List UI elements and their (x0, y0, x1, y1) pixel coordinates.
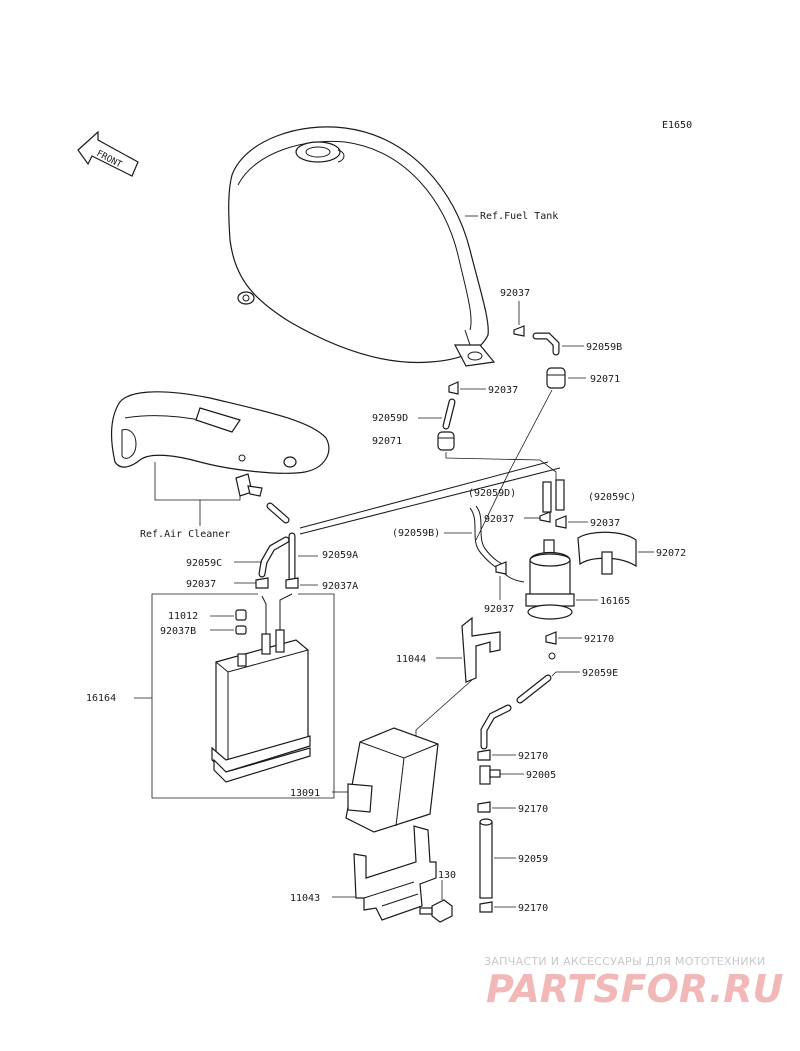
hose-92059E (516, 674, 552, 704)
svg-text:92059B: 92059B (586, 342, 622, 353)
clamp-92170-d (479, 901, 493, 913)
fuel-tank (228, 126, 496, 367)
hose-92059B-lower (469, 505, 507, 571)
svg-text:16164: 16164 (86, 693, 116, 704)
clamp-92037-pump (495, 561, 507, 575)
hose-92059B-top (532, 332, 560, 356)
svg-text:92037B: 92037B (160, 626, 196, 637)
watermark: ЗАПЧАСТИ И АКСЕССУАРЫ ДЛЯ МОТОТЕХНИКИ PA… (484, 955, 784, 1011)
diagram-code: E1650 (662, 120, 692, 131)
joint-92005 (479, 765, 501, 785)
bracket-92072 (577, 531, 637, 575)
air-cleaner-fitting (235, 454, 263, 497)
bracket-11043 (353, 825, 437, 921)
air-cleaner-ref-label: Ref.Air Cleaner (140, 529, 230, 540)
svg-text:PARTSFOR.RU: PARTSFOR.RU (486, 967, 784, 1011)
svg-text:92037: 92037 (590, 518, 620, 529)
svg-text:16165: 16165 (600, 596, 630, 607)
hose-92059 (479, 818, 493, 899)
grommet-92071-left (437, 431, 455, 451)
cap-11012 (235, 609, 247, 635)
hose-92059D (442, 398, 456, 430)
svg-text:92037: 92037 (186, 579, 216, 590)
svg-text:13091: 13091 (290, 788, 320, 799)
svg-text:92059: 92059 (518, 854, 548, 865)
svg-text:(92059C): (92059C) (588, 492, 636, 503)
svg-text:92071: 92071 (590, 374, 620, 385)
holder-13091 (345, 727, 439, 833)
clamp-92170-c (477, 801, 491, 813)
svg-text:11012: 11012 (168, 611, 198, 622)
canister-group-frame (151, 593, 335, 799)
clamp-92037-r2 (555, 515, 567, 529)
clamp-92037-r1 (539, 511, 551, 523)
hose-elbow (480, 704, 512, 750)
svg-text:92037: 92037 (488, 385, 518, 396)
clamp-92037A (285, 577, 299, 589)
grommet-92071-right (546, 367, 566, 389)
fuel-tank-ref-label: Ref.Fuel Tank (480, 211, 558, 222)
svg-text:92037: 92037 (484, 604, 514, 615)
svg-text:(92059B): (92059B) (392, 528, 440, 539)
bracket-11044 (461, 616, 501, 683)
clamp-92037-mid (448, 381, 459, 395)
clamp-92170-a (545, 631, 557, 645)
tube-ends-right (542, 479, 565, 513)
hose-92059C (258, 536, 290, 578)
svg-text:92037A: 92037A (322, 581, 358, 592)
svg-text:92072: 92072 (656, 548, 686, 559)
svg-text:92170: 92170 (584, 634, 614, 645)
svg-text:92059A: 92059A (322, 550, 358, 561)
svg-text:(92059D): (92059D) (468, 488, 516, 499)
svg-text:11043: 11043 (290, 893, 320, 904)
clamp-92170-b (477, 749, 491, 761)
svg-text:92059C: 92059C (186, 558, 222, 569)
svg-text:92037: 92037 (500, 288, 530, 299)
svg-text:92170: 92170 (518, 903, 548, 914)
svg-text:92059D: 92059D (372, 413, 408, 424)
svg-text:92071: 92071 (372, 436, 402, 447)
canister-16164 (211, 593, 311, 783)
fuel-pump-16165 (501, 539, 575, 620)
svg-text:92059E: 92059E (582, 668, 618, 679)
air-cleaner-cover (111, 391, 330, 474)
clamp-92037-top (513, 325, 525, 337)
svg-text:ЗАПЧАСТИ И АКСЕССУАРЫ ДЛЯ МОТО: ЗАПЧАСТИ И АКСЕССУАРЫ ДЛЯ МОТОТЕХНИКИ (484, 955, 766, 968)
svg-text:92037: 92037 (484, 514, 514, 525)
hose-short-upper (266, 502, 290, 524)
svg-text:92170: 92170 (518, 751, 548, 762)
clamp-92037-l (255, 577, 269, 589)
bolt-130 (419, 899, 453, 923)
svg-text:11044: 11044 (396, 654, 426, 665)
svg-text:130: 130 (438, 870, 456, 881)
svg-text:92005: 92005 (526, 770, 556, 781)
front-arrow-icon: FRONT (77, 130, 139, 177)
svg-text:92170: 92170 (518, 804, 548, 815)
